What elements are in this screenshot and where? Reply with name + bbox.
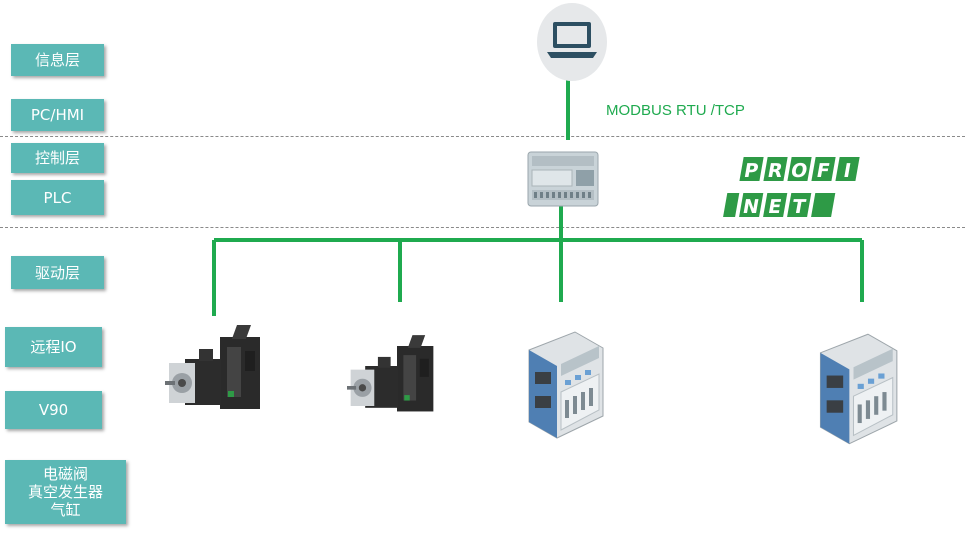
- servo-motor-drive-icon: [165, 325, 260, 409]
- profinet-letter-r: R: [766, 159, 785, 182]
- control-layer-label: 控制层: [11, 143, 104, 173]
- layer-divider-bottom: [0, 227, 965, 228]
- drive-layer-label: 驱动层: [11, 256, 104, 289]
- pc-hmi-label: PC/HMI: [11, 99, 104, 131]
- profinet-letter-e: E: [766, 195, 783, 218]
- plc-label: PLC: [11, 180, 104, 215]
- actuator-vacuum: 真空发生器: [27, 483, 103, 501]
- servo-motor-drive-icon: [347, 335, 434, 412]
- actuator-cylinder: 气缸: [50, 501, 81, 519]
- remote-io-module-icon: [819, 333, 898, 445]
- remote-io-label: 远程IO: [5, 327, 102, 367]
- actuators-label: 电磁阀 真空发生器 气缸: [5, 460, 126, 524]
- profinet-letter-p: P: [742, 159, 760, 182]
- plc-module-icon: [527, 151, 599, 207]
- profinet-letter-t: T: [790, 195, 807, 218]
- layer-divider-top: [0, 136, 965, 137]
- profinet-letter-o: O: [789, 159, 809, 182]
- actuator-solenoid: 电磁阀: [42, 465, 88, 483]
- profinet-letter-i: I: [842, 159, 853, 182]
- profinet-logo: P R O F I N E T: [723, 157, 860, 218]
- v90-label: V90: [5, 391, 102, 429]
- profinet-letter-n: N: [741, 195, 761, 218]
- profinet-letter-f: F: [815, 159, 832, 182]
- profinet-bottom-row: N E T: [723, 193, 836, 218]
- laptop-icon: [537, 3, 607, 81]
- remote-io-module-icon: [528, 331, 604, 439]
- modbus-label: MODBUS RTU /TCP: [606, 102, 745, 119]
- info-layer-label: 信息层: [11, 44, 104, 76]
- profinet-top-row: P R O F I: [739, 157, 860, 182]
